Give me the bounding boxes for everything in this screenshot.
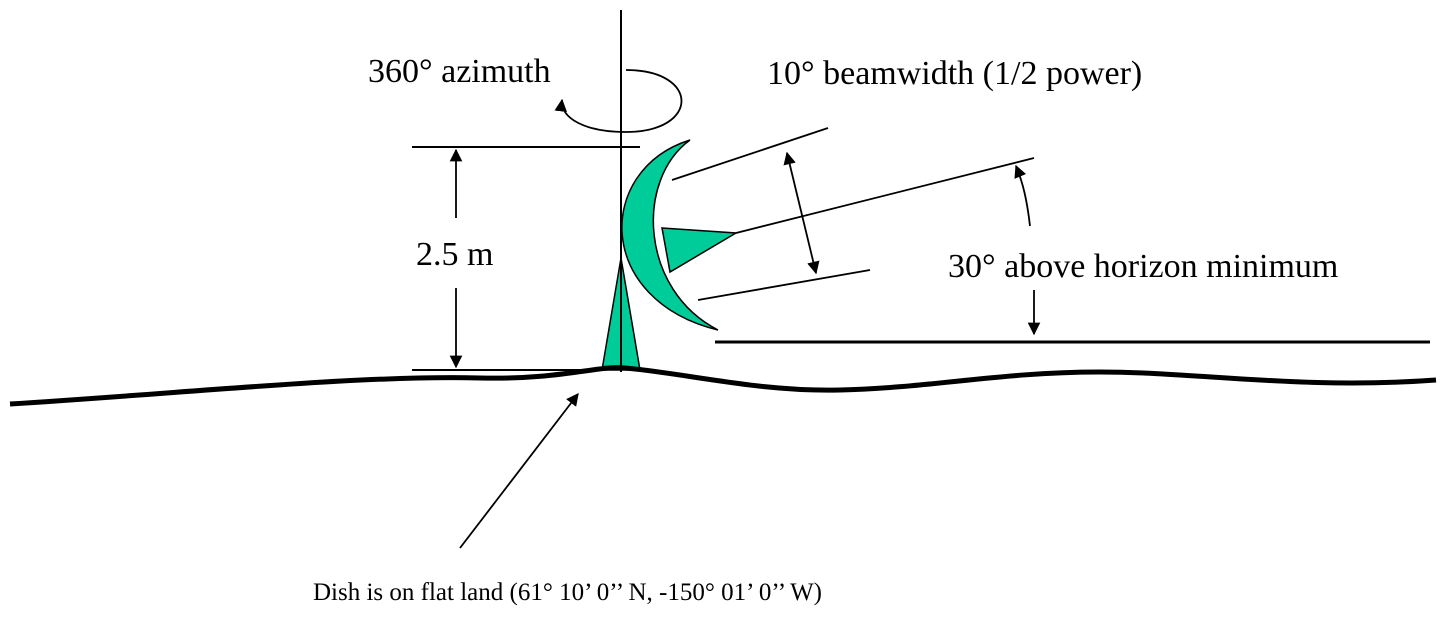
beam-center-line [735,157,1035,234]
height-label: 2.5 m [416,236,494,273]
dish-feed-horn [661,227,739,274]
beamwidth-arrow [783,151,820,275]
location-pointer-arrow [459,392,579,549]
beam-lower-edge [697,269,871,301]
elevation-arrow-upper [1014,164,1031,227]
location-label: Dish is on flat land (61° 10’ 0’’ N, -15… [313,579,822,606]
ground-line [9,365,1437,407]
azimuth-rotation-arrow [554,69,683,133]
beamwidth-label: 10° beamwidth (1/2 power) [767,55,1143,92]
beam-upper-edge [671,127,829,181]
azimuth-label: 360° azimuth [368,53,551,90]
elevation-label: 30° above horizon minimum [948,248,1339,285]
parabolic-dish [621,139,719,331]
